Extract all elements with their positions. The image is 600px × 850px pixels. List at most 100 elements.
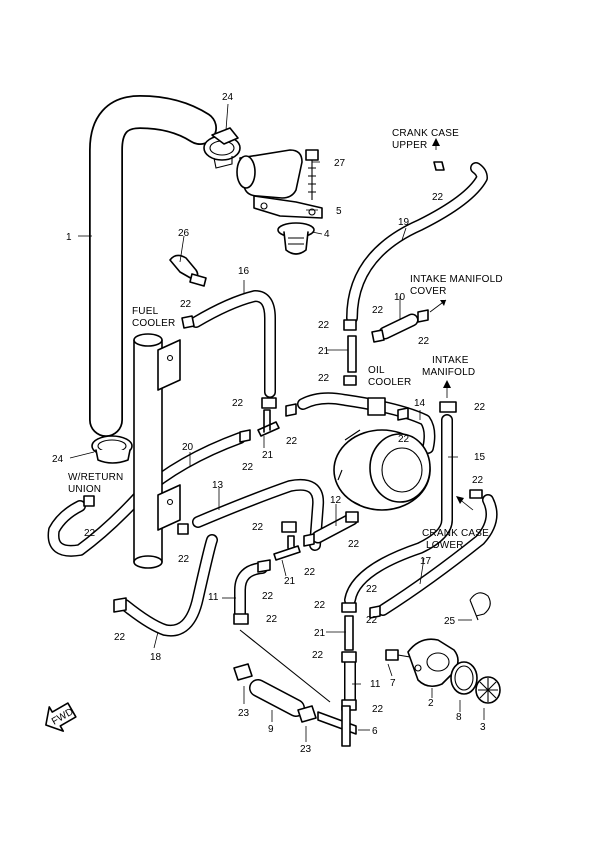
direction-arrows [429,138,474,511]
anode-cover-2 [407,638,459,688]
callout-22-d: 22 [372,305,384,316]
label-oil-cooler-2: COOLER [368,377,411,388]
callout-8: 8 [456,712,462,723]
callout-23-b: 23 [300,744,312,755]
callout-11-upper: 11 [208,592,219,603]
hose-13 [192,478,325,551]
clip-26 [169,254,207,287]
hose-16 [190,290,276,398]
callout-5: 5 [336,206,342,217]
fwd-arrow [45,702,77,732]
callout-24-b: 24 [52,454,64,465]
label-oil-cooler-1: OIL [368,365,385,376]
label-crankcase-lower-1: CRANK CASE [422,528,489,539]
callout-22-y: 22 [366,615,378,626]
callout-22-f: 22 [318,373,330,384]
callout-22-i: 22 [242,462,254,473]
callout-22-e: 22 [418,336,430,347]
unions-21 [257,335,357,651]
hose-1 [89,95,217,437]
callout-10: 10 [394,292,406,303]
hose-18 [119,534,218,637]
label-fwd: FWD [50,706,76,727]
callout-22-v: 22 [266,614,278,625]
oil-cooler [333,397,431,511]
callout-22-u: 22 [114,632,126,643]
label-return-union-2: UNION [68,484,101,495]
callout-22-a: 22 [432,192,444,203]
clamps-23 [233,663,317,723]
label-crankcase-lower-2: LOWER [426,540,464,551]
callout-16: 16 [238,266,250,277]
anode-3 [475,676,501,704]
label-intake-manifold-2: MANIFOLD [422,367,475,378]
thermostat-4 [277,222,315,255]
callout-22-j: 22 [398,434,410,445]
callout-22-h: 22 [286,436,298,447]
callout-22-b: 22 [180,299,192,310]
callout-9: 9 [268,724,274,735]
callout-13: 13 [212,480,224,491]
hose-20 [47,432,246,557]
callout-14: 14 [414,398,426,409]
callout-25: 25 [444,616,456,627]
callout-22-g: 22 [232,398,244,409]
bolt-27 [305,149,319,200]
callout-18: 18 [150,652,162,663]
callout-21-a: 21 [318,346,330,357]
callout-22-t: 22 [366,584,378,595]
hose-9 [249,679,305,717]
callout-4: 4 [324,229,330,240]
callout-17: 17 [420,556,432,567]
fuel-cooler [133,333,181,569]
callout-22-n: 22 [252,522,264,533]
callout-19: 19 [398,217,410,228]
label-crankcase-upper-1: CRANK CASE [392,128,459,139]
gasket-8 [450,661,478,695]
callout-22-q: 22 [472,475,484,486]
callout-22-p: 22 [348,539,360,550]
label-crankcase-upper-2: UPPER [392,140,427,151]
clip-25 [469,592,491,621]
thermostat-cover [236,149,323,219]
label-return-union-1: W/RETURN [68,472,123,483]
callout-1: 1 [66,232,72,243]
tee-6 [317,705,357,747]
callout-2: 2 [428,698,434,709]
clamp [433,161,445,171]
label-fuel-cooler-1: FUEL [132,306,159,317]
callout-22-k: 22 [474,402,486,413]
callout-22-l: 22 [84,528,96,539]
callout-12: 12 [330,495,342,506]
callout-11-lower: 11 [370,679,381,690]
hose-10 [378,313,419,340]
callout-7: 7 [390,678,396,689]
callout-15: 15 [474,452,486,463]
label-fuel-cooler-2: COOLER [132,318,175,329]
label-intake-cover-2: COVER [410,286,447,297]
label-intake-cover-1: INTAKE MANIFOLD [410,274,503,285]
callout-22-s: 22 [314,600,326,611]
connection-line [239,629,331,703]
callout-22-m: 22 [178,554,190,565]
callout-22-c: 22 [318,320,330,331]
hose-19 [346,162,488,324]
callout-23-a: 23 [238,708,250,719]
hoses [47,95,498,717]
hose-14 [297,392,436,454]
hose-17 [377,494,498,616]
callout-22-x: 22 [372,704,384,715]
callout-21-b: 21 [262,450,274,461]
callout-22-w: 22 [312,650,324,661]
leader-lines [69,103,485,742]
callout-26: 26 [178,228,190,239]
callout-22-r: 22 [262,591,274,602]
callout-21-c: 21 [284,576,296,587]
bolt-7 [385,649,411,661]
callout-20: 20 [182,442,194,453]
hose-15 [344,414,453,606]
callout-6: 6 [372,726,378,737]
clamps-22 [83,161,483,711]
